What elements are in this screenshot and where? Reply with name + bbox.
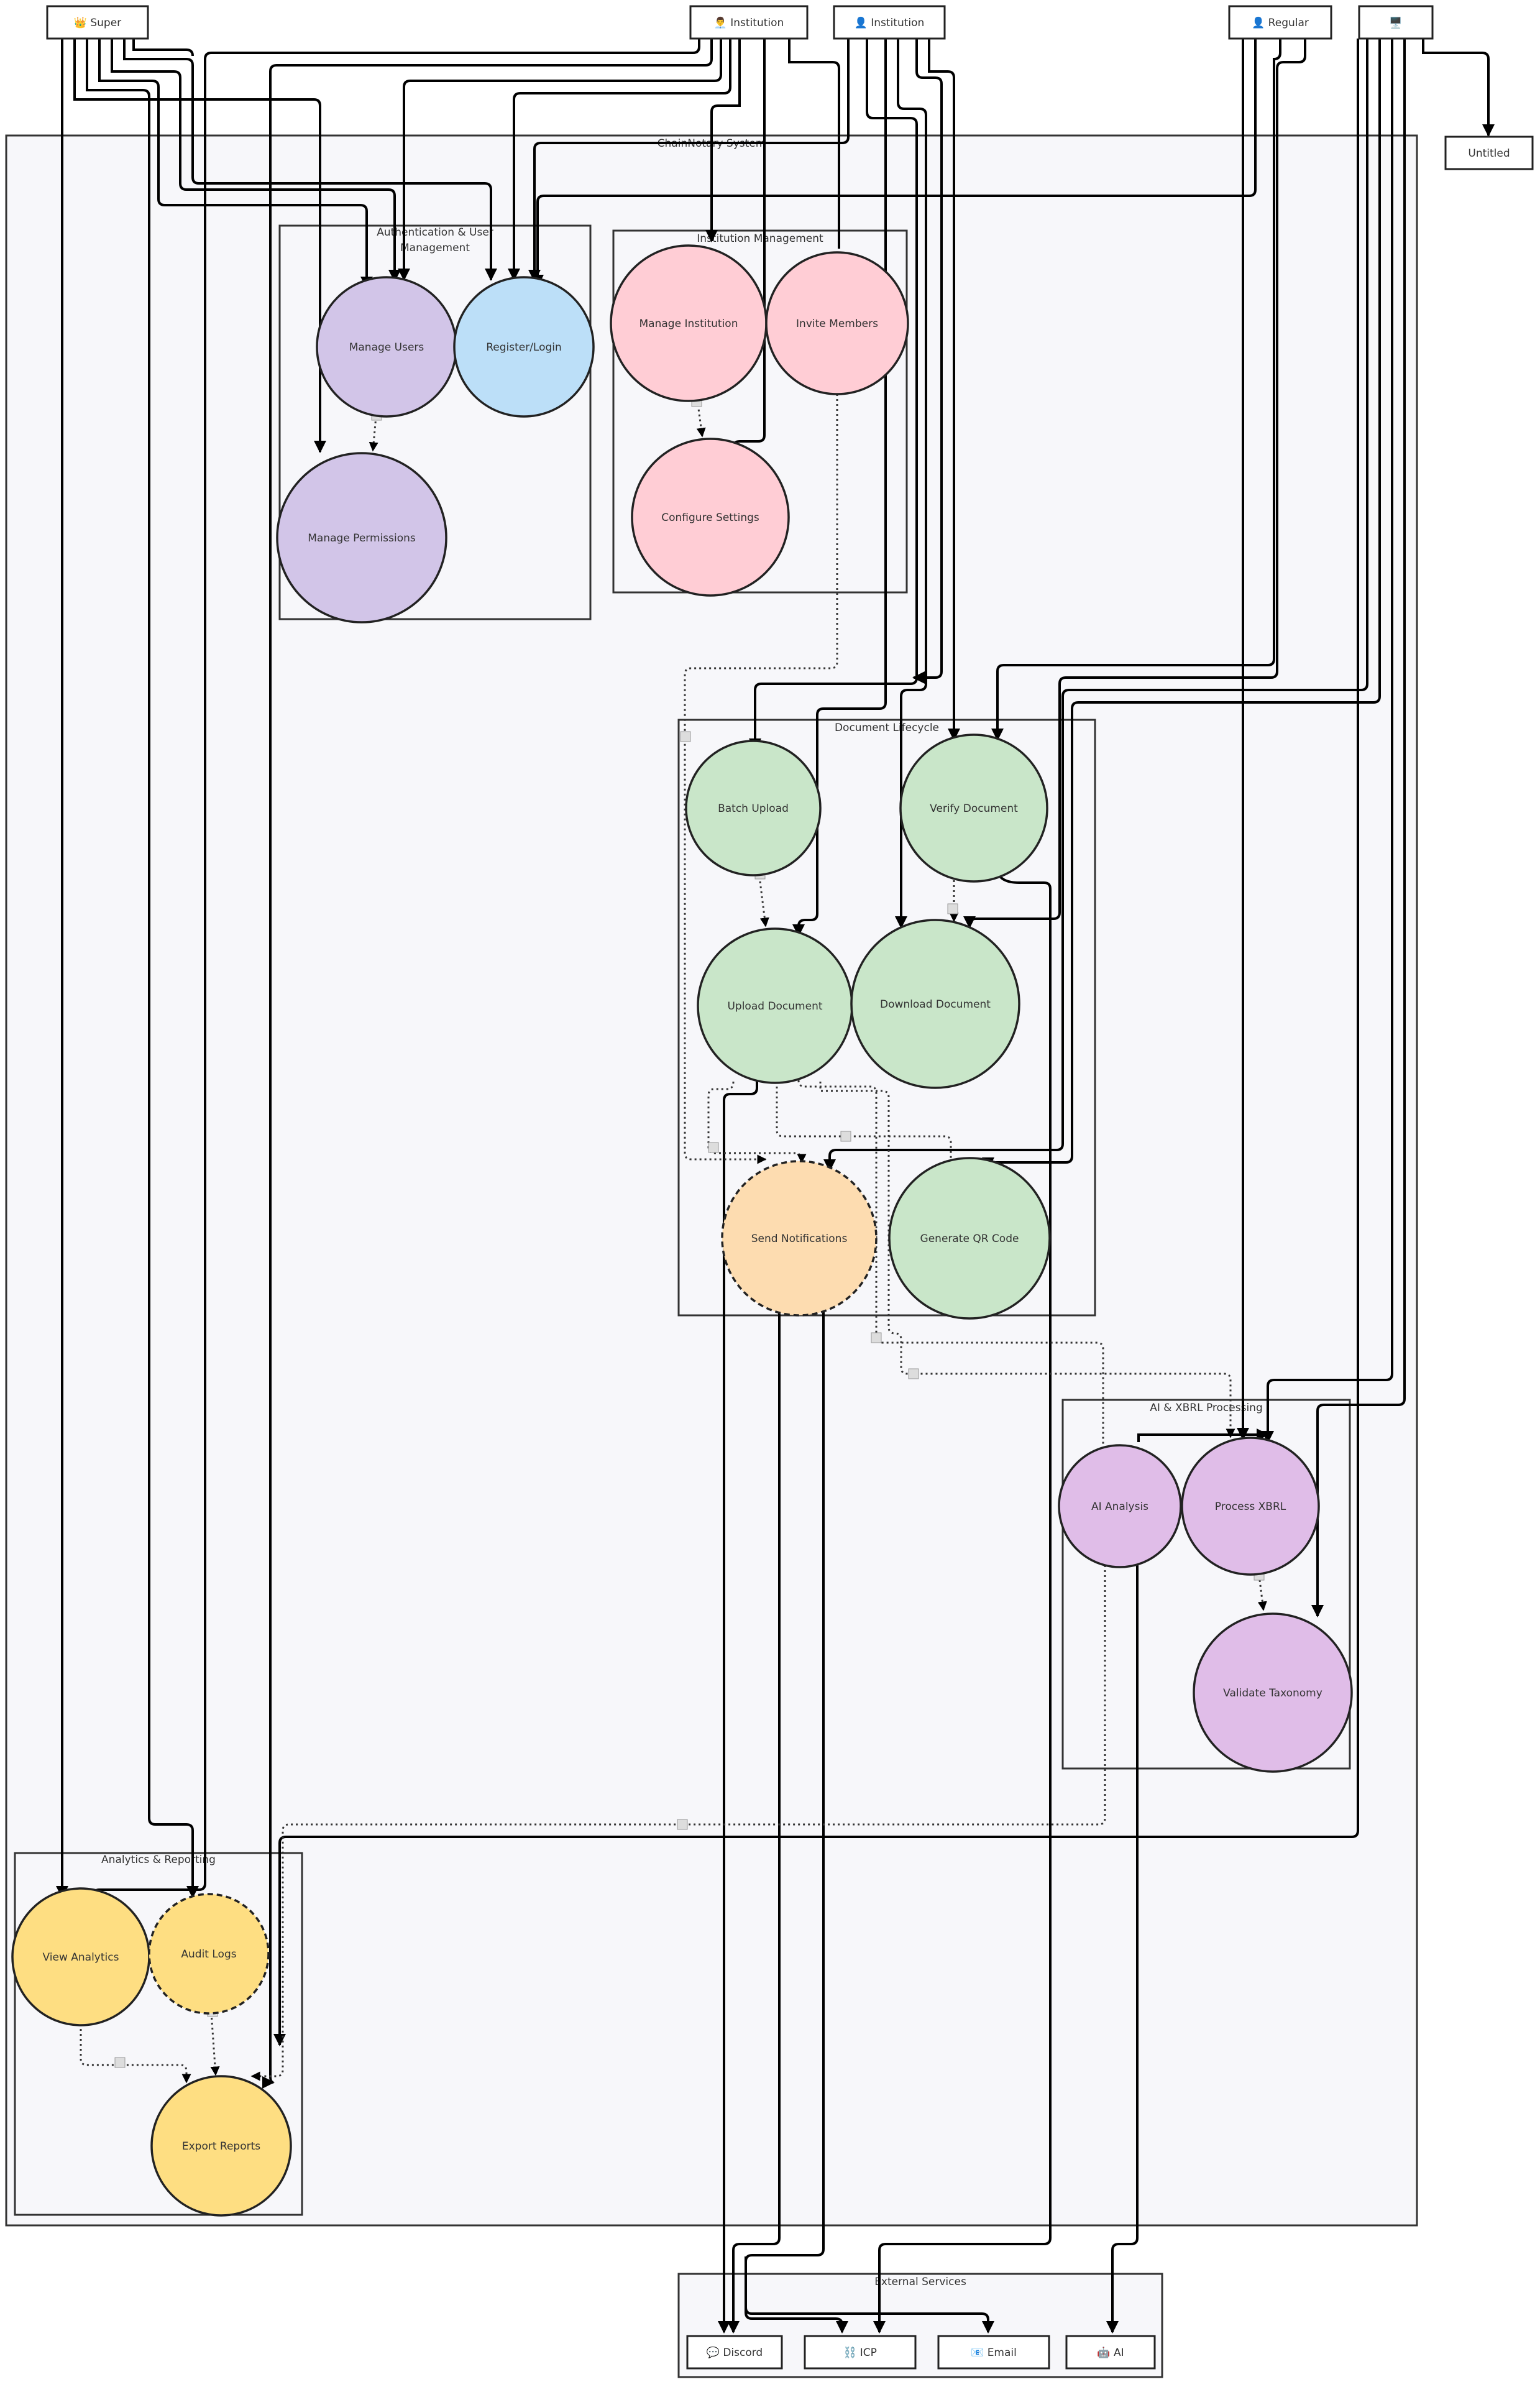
actor-regular[interactable]: 👤 Regular (1228, 5, 1332, 40)
use-case-upload-document[interactable]: Upload Document (697, 927, 853, 1084)
group-auth: Authentication & User Management (278, 224, 592, 620)
service-icp[interactable]: ⛓️ ICP (804, 2335, 917, 2370)
use-case-label: Invite Members (796, 318, 878, 330)
use-case-manage-permissions[interactable]: Manage Permissions (276, 452, 447, 623)
use-case-label: Export Reports (182, 2140, 260, 2153)
computer-icon: 🖥️ (1389, 16, 1402, 29)
use-case-label: Audit Logs (181, 1948, 236, 1961)
actor-label: 👑 Super (74, 17, 121, 29)
group-analytics: Analytics & Reporting (14, 1852, 303, 2216)
service-label: 💬 Discord (707, 2346, 763, 2359)
group-auth-title-line1: Authentication & User (377, 226, 493, 239)
use-case-invite-members[interactable]: Invite Members (765, 251, 909, 395)
actor-label: 👤 Regular (1252, 16, 1309, 29)
use-case-label: Generate QR Code (920, 1233, 1019, 1245)
group-external-title: External Services (874, 2276, 966, 2288)
use-case-validate-taxonomy[interactable]: Validate Taxonomy (1193, 1612, 1353, 1773)
group-document: Document Lifecycle (677, 719, 1096, 1317)
use-case-view-analytics[interactable]: View Analytics (11, 1887, 150, 2026)
use-case-label: View Analytics (43, 1951, 119, 1964)
use-case-label: Configure Settings (661, 512, 759, 524)
use-case-verify-document[interactable]: Verify Document (899, 734, 1048, 883)
group-ai-title: AI & XBRL Processing (1150, 1402, 1262, 1414)
service-email[interactable]: 📧 Email (937, 2335, 1050, 2370)
use-case-label: Validate Taxonomy (1223, 1687, 1322, 1699)
use-case-label: AI Analysis (1091, 1501, 1148, 1513)
use-case-audit-logs[interactable]: Audit Logs (148, 1893, 270, 2015)
service-ai[interactable]: 🤖 AI (1065, 2335, 1156, 2370)
use-case-label: Process XBRL (1215, 1501, 1286, 1513)
use-case-configure-settings[interactable]: Configure Settings (631, 438, 790, 597)
actor-institution-member[interactable]: 👤 Institution (833, 5, 946, 40)
group-auth-title-line2: Management (400, 242, 470, 254)
actor-label: 👤 Institution (855, 16, 925, 29)
service-label: 🤖 AI (1097, 2346, 1124, 2359)
actor-super[interactable]: 👑 Super (46, 5, 149, 40)
use-case-export-reports[interactable]: Export Reports (150, 2075, 292, 2217)
use-case-manage-users[interactable]: Manage Users (316, 276, 457, 418)
use-case-generate-qr-code[interactable]: Generate QR Code (888, 1157, 1051, 1320)
use-case-label: Manage Institution (639, 318, 738, 330)
associations (56, 39, 1495, 2334)
use-case-register-login[interactable]: Register/Login (453, 276, 595, 418)
group-ai: AI & XBRL Processing (1061, 1399, 1351, 1770)
use-case-label: Batch Upload (718, 803, 789, 815)
use-case-send-notifications[interactable]: Send Notifications (721, 1160, 878, 1317)
actor-label: Untitled (1468, 147, 1510, 160)
group-analytics-title: Analytics & Reporting (101, 1854, 216, 1866)
group-institution-title: Institution Management (697, 232, 823, 245)
group-institution: Institution Management (612, 229, 908, 594)
use-case-download-document[interactable]: Download Document (850, 919, 1020, 1089)
actor-label: 👨‍💼 Institution (714, 16, 784, 29)
use-case-label: Download Document (880, 998, 991, 1011)
use-case-label: Verify Document (930, 803, 1018, 815)
actor-institution-admin[interactable]: 👨‍💼 Institution (689, 5, 809, 40)
actor-untitled[interactable]: Untitled (1444, 136, 1534, 170)
use-case-ai-analysis[interactable]: AI Analysis (1058, 1444, 1182, 1568)
use-case-batch-upload[interactable]: Batch Upload (685, 740, 822, 876)
actor-system[interactable]: 🖥️ (1358, 5, 1434, 40)
use-case-label: Manage Users (349, 341, 424, 354)
use-case-label: Upload Document (727, 1000, 822, 1013)
use-case-manage-institution[interactable]: Manage Institution (610, 244, 768, 402)
group-document-title: Document Lifecycle (835, 722, 939, 734)
service-label: ⛓️ ICP (843, 2346, 877, 2359)
service-discord[interactable]: 💬 Discord (686, 2335, 783, 2370)
use-case-label: Register/Login (486, 341, 562, 354)
service-label: 📧 Email (971, 2347, 1017, 2359)
use-case-label: Send Notifications (751, 1233, 848, 1245)
use-case-label: Manage Permissions (308, 532, 416, 545)
use-case-process-xbrl[interactable]: Process XBRL (1181, 1437, 1320, 1576)
